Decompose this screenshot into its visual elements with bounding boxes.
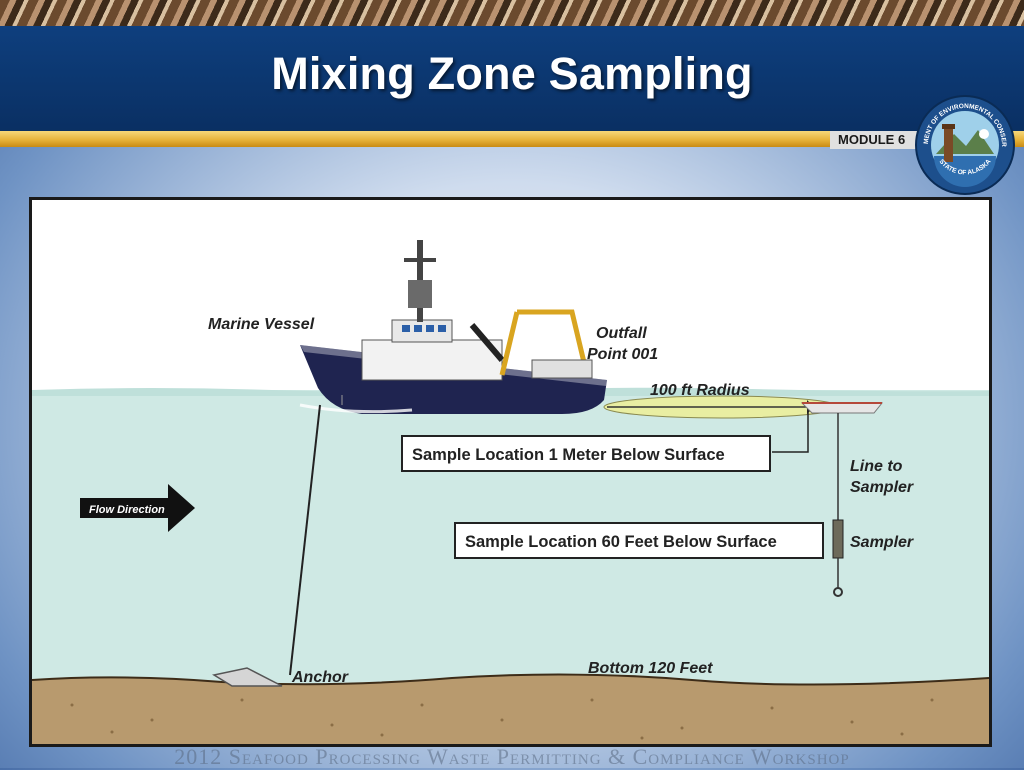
sampler-icon	[832, 519, 844, 559]
outfall-label-line1: Outfall	[596, 325, 647, 342]
flow-direction-label: Flow Direction	[89, 504, 165, 516]
seabed	[32, 674, 989, 744]
sampler-label: Sampler	[850, 534, 914, 551]
anchor-icon	[212, 667, 283, 687]
line-to-sampler-line1: Line to	[850, 458, 903, 475]
gold-divider	[0, 131, 1024, 147]
outfall-label-line2: Point 001	[587, 346, 658, 363]
mixing-zone-diagram: Flow Direction Sample Location 1 Meter B…	[29, 197, 992, 747]
title-bar	[0, 26, 1024, 134]
anchor-label: Anchor	[291, 669, 349, 686]
seabed-texture	[70, 698, 934, 740]
flow-direction-arrow	[80, 484, 195, 532]
sampling-boat-icon	[800, 402, 884, 414]
sample-60ft-label: Sample Location 60 Feet Below Surface	[465, 533, 777, 551]
anchor-line	[289, 404, 321, 676]
alaska-dec-seal-icon: DEPARTMENT OF ENVIRONMENTAL CONSERVATION…	[914, 94, 1015, 195]
workshop-footer: 2012 Seafood Processing Waste Permitting…	[174, 744, 850, 769]
sample-60ft-box	[454, 522, 824, 559]
module-label: MODULE 6	[830, 131, 930, 149]
diagram-canvas: Flow Direction Sample Location 1 Meter B…	[32, 240, 989, 744]
sample-1m-label: Sample Location 1 Meter Below Surface	[412, 446, 725, 464]
marine-vessel-label: Marine Vessel	[208, 316, 315, 333]
marine-vessel-icon	[299, 240, 607, 414]
sampler-weight-icon	[833, 587, 843, 597]
bottom-depth-label: Bottom 120 Feet	[588, 660, 713, 677]
line-to-sampler-line2: Sampler	[850, 479, 914, 496]
radius-label: 100 ft Radius	[650, 382, 750, 399]
page-title: Mixing Zone Sampling	[271, 48, 753, 99]
sample-1m-box	[401, 435, 771, 472]
crab-photo-strip	[0, 0, 1024, 26]
